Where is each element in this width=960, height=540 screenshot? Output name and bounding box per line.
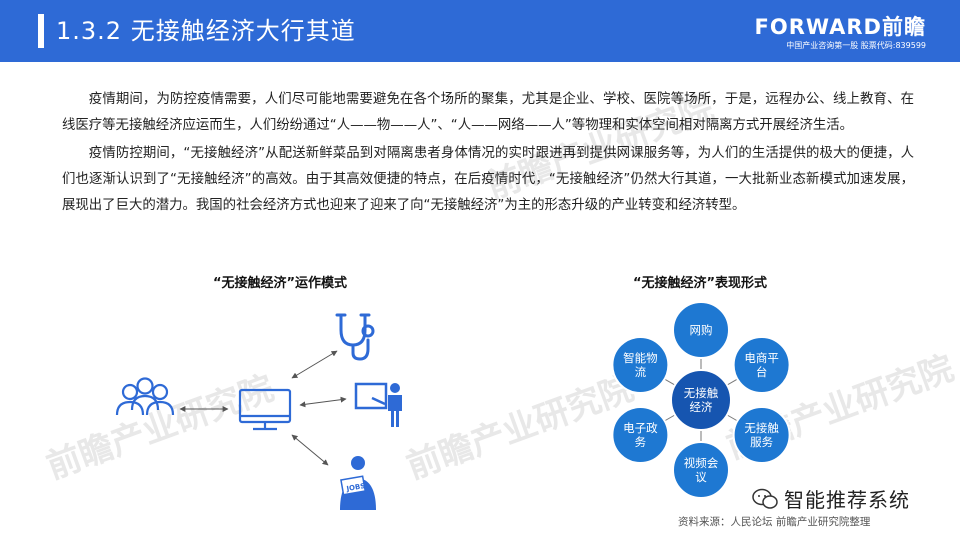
node-label: 无接触 [744, 421, 779, 435]
computer-icon [238, 388, 292, 431]
hub-node-circle [611, 406, 670, 464]
node-label: 网购 [690, 323, 713, 337]
paragraph: 疫情防控期间，“无接触经济”从配送新鲜菜品到对隔离患者身体情况的实时跟进再到提供… [62, 146, 914, 213]
source-note: 资料来源：人民论坛 前瞻产业研究院整理 [678, 516, 871, 528]
hub-node: 网购 [672, 301, 730, 359]
left-diagram-title: “无接触经济”运作模式 [212, 276, 348, 291]
stethoscope-icon [335, 313, 375, 361]
arrow-computer-doctor [291, 350, 338, 379]
hub-node-circle [732, 336, 791, 394]
body-text: 疫情期间，为防控疫情需要，人们尽可能地需要避免在各个场所的聚集，尤其是企业、学校… [62, 87, 914, 219]
node-label: 电子政 [623, 421, 658, 435]
paragraph: 疫情期间，为防控疫情需要，人们尽可能地需要避免在各个场所的聚集，尤其是企业、学校… [62, 92, 914, 133]
wechat-account-name: 智能推荐系统 [784, 488, 910, 512]
header-bar: 1.3.2 无接触经济大行其道 FORWARD前瞻 中国产业咨询第一股 股票代码… [0, 0, 960, 62]
jobs-label: JOBS [345, 482, 366, 493]
arrow-computer-worker [291, 434, 329, 466]
node-label: 智能物 [623, 351, 658, 365]
arrow-computer-teacher [299, 396, 347, 408]
hub-node-circle [672, 441, 730, 499]
header-accent-bar [38, 14, 44, 48]
jobs-worker-icon: JOBS [340, 456, 376, 510]
node-label: 务 [635, 435, 647, 449]
people-icon [115, 377, 175, 416]
brand-logo-text: FORWARD前瞻 [754, 15, 926, 39]
node-label: 经济 [690, 400, 713, 414]
hub-center: 无接触经济 [670, 369, 732, 431]
node-label: 电商平 [744, 351, 779, 365]
hub-node-circle [611, 336, 670, 394]
node-label: 台 [756, 365, 768, 379]
node-label: 视频会 [684, 456, 719, 470]
hub-node-circle [732, 406, 791, 464]
hub-node-circle [672, 301, 730, 359]
node-label: 议 [695, 470, 707, 484]
brand-logo: FORWARD前瞻 中国产业咨询第一股 股票代码:839599 [755, 16, 926, 52]
hub-center-circle [670, 369, 732, 431]
node-label: 流 [635, 365, 647, 379]
node-label: 无接触 [684, 386, 719, 400]
wechat-badge: 智能推荐系统 [752, 484, 910, 513]
right-diagram-title: “无接触经济”表现形式 [632, 276, 768, 291]
wechat-icon [752, 488, 778, 509]
brand-subtitle: 中国产业咨询第一股 股票代码:839599 [786, 41, 926, 50]
teacher-icon [354, 382, 402, 427]
node-label: 服务 [750, 435, 773, 449]
page-title: 1.3.2 无接触经济大行其道 [56, 17, 356, 45]
